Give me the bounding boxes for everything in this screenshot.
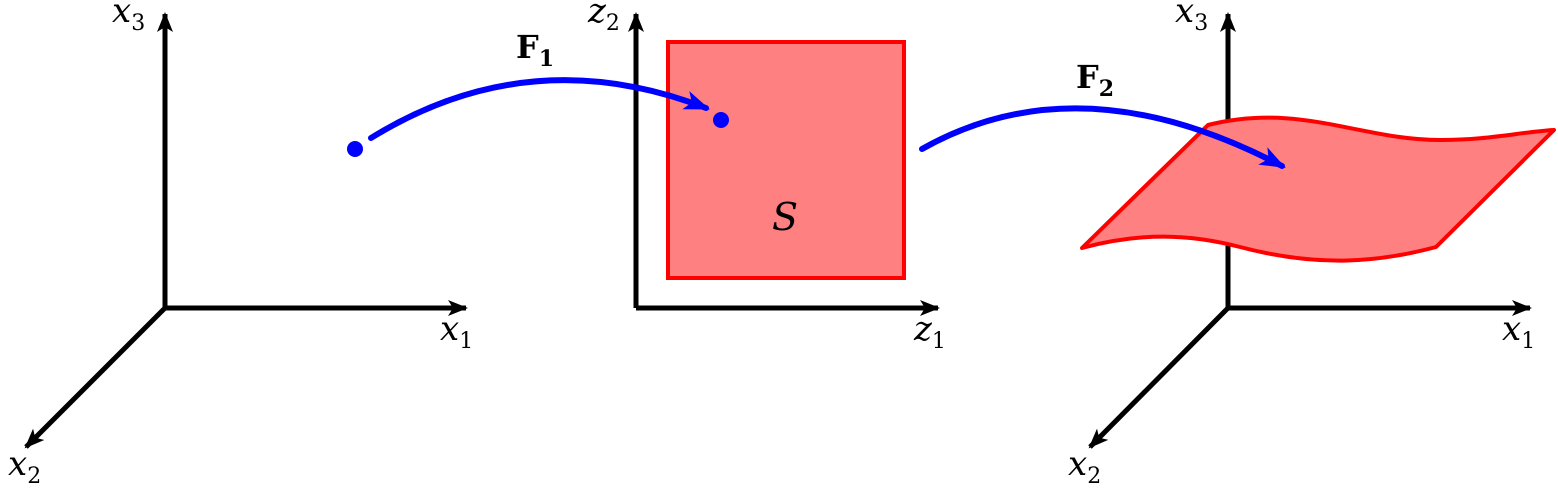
right-x3-label: x3 — [1175, 0, 1208, 36]
f2-mapping-arrow — [919, 105, 1286, 169]
parameter-domain-region — [666, 40, 906, 280]
left-x2-label: x2 — [8, 444, 41, 489]
right-x1-label: x1 — [1502, 309, 1535, 354]
f2-label: F2 — [1076, 58, 1114, 102]
left-x3-label: x3 — [112, 0, 145, 36]
mappings: F1 F2 — [347, 28, 1286, 169]
left-coordinate-frame: x3 x1 x2 — [8, 0, 473, 489]
point-dot-icon — [347, 141, 363, 157]
f1-mapping-arrow — [368, 77, 711, 141]
f1-label: F1 — [516, 28, 554, 72]
middle-z2-label: z2 — [587, 0, 620, 36]
region-label: S — [772, 195, 798, 239]
left-x2-axis — [24, 306, 167, 449]
right-coordinate-frame: x3 x1 x2 — [1068, 0, 1556, 489]
middle-coordinate-frame: z2 z1 S — [587, 0, 946, 354]
left-x1-label: x1 — [440, 309, 473, 354]
mapped-surface — [1080, 115, 1556, 263]
middle-z1-label: z1 — [913, 309, 946, 354]
right-x2-axis — [1088, 306, 1230, 449]
right-x2-label: x2 — [1068, 444, 1101, 489]
point-dot-icon — [713, 112, 729, 128]
